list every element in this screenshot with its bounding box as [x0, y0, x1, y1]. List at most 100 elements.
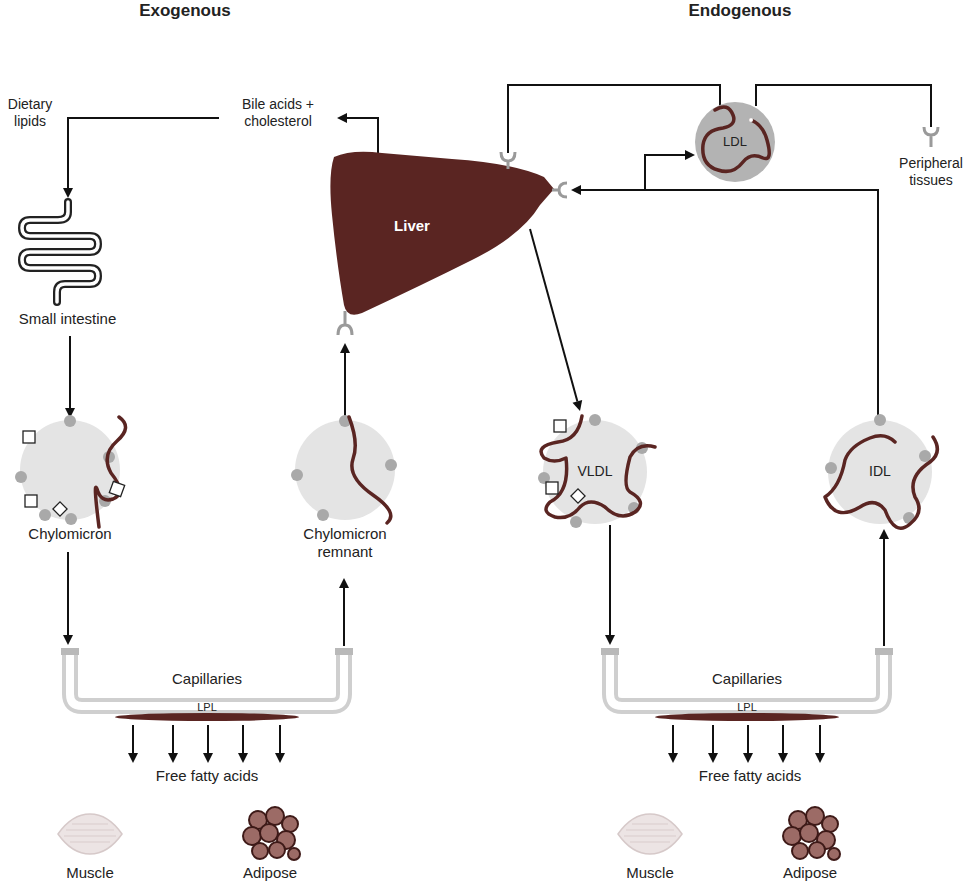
flow-line: [712, 725, 714, 753]
flow-line: [67, 552, 69, 635]
flow-line: [747, 725, 749, 753]
arrowhead: [685, 150, 695, 160]
arrowhead: [573, 400, 583, 411]
flow-line: [819, 725, 821, 753]
flow-line: [347, 118, 378, 155]
node-label: Free fatty acids: [137, 767, 277, 785]
capillary-tube: CapillariesLPL: [598, 648, 896, 724]
capillary-tube: CapillariesLPL: [58, 648, 356, 724]
flow-line: [645, 155, 878, 420]
flow-line: [581, 190, 878, 420]
node-label: Bile acids + cholesterol: [222, 96, 334, 130]
flow-arrow: [605, 525, 615, 645]
liver-organ: Liver: [322, 145, 567, 340]
node-label: Muscle: [600, 864, 700, 882]
node-label: Adipose: [220, 864, 320, 882]
flow-line: [172, 725, 174, 753]
arrowhead: [128, 753, 138, 763]
arrowhead: [743, 753, 753, 763]
flow-line: [279, 725, 281, 753]
lipoprotein-particle: VLDL: [530, 412, 660, 537]
muscle-icon: Muscle: [40, 800, 140, 886]
flow-line: [756, 85, 931, 127]
arrowhead: [815, 753, 825, 763]
node-label: Free fatty acids: [680, 767, 820, 785]
flow-line: [207, 725, 209, 753]
input-label: Dietary lipids: [3, 96, 57, 130]
node-label: Liver: [377, 217, 447, 235]
node-label: Peripheral tissues: [885, 155, 977, 189]
node-label: Chylomicron: [5, 525, 135, 543]
flow-line: [508, 85, 720, 153]
flow-arrow: [645, 150, 878, 420]
arrowhead: [63, 635, 73, 645]
node-label: Capillaries: [132, 670, 282, 688]
node-label: IDL: [860, 463, 900, 480]
flow-arrow: [337, 113, 378, 155]
flow-line: [242, 725, 244, 753]
flow-line: [530, 229, 577, 401]
node-label: LDL: [715, 134, 755, 150]
intestine-icon: Small intestine: [5, 192, 130, 334]
tissue-receptor: Peripheral tissues: [885, 125, 977, 197]
liver-organ-shape: [322, 145, 567, 340]
arrowhead: [337, 113, 347, 123]
arrowhead: [203, 753, 213, 763]
text-node: Free fatty acids: [680, 765, 820, 787]
text-node: Bile acids + cholesterol: [222, 93, 334, 139]
arrowhead: [778, 753, 788, 763]
arrowhead: [879, 529, 889, 539]
node-sublabel: LPL: [177, 701, 237, 714]
node-label: Muscle: [40, 864, 140, 882]
flow-arrow: [63, 552, 73, 645]
flow-arrow: [508, 85, 720, 153]
flow-arrow: [530, 229, 582, 411]
flow-line: [609, 525, 611, 635]
flow-line: [672, 725, 674, 753]
flow-line: [343, 588, 345, 646]
section-title: Exogenous: [100, 1, 270, 21]
arrowhead: [168, 753, 178, 763]
flow-line: [344, 353, 346, 417]
muscle-icon: Muscle: [600, 800, 700, 886]
flow-arrow: [756, 85, 931, 127]
node-label: VLDL: [570, 463, 620, 480]
flow-arrow: [668, 725, 825, 763]
node-label: Adipose: [760, 864, 860, 882]
flow-arrow: [340, 343, 350, 417]
flow-arrow: [571, 185, 878, 420]
flow-line: [883, 539, 885, 646]
text-node: Free fatty acids: [137, 765, 277, 787]
section-title: Endogenous: [655, 1, 825, 21]
ldl-particle: LDL: [693, 100, 777, 184]
arrowhead: [571, 185, 581, 195]
adipose-icon: Adipose: [220, 800, 320, 886]
flow-arrow: [879, 529, 889, 646]
flow-line: [68, 118, 219, 188]
node-label: Capillaries: [672, 670, 822, 688]
flow-line: [132, 725, 134, 753]
lipoprotein-particle: IDL: [815, 412, 945, 537]
arrowhead: [238, 753, 248, 763]
flow-line: [69, 336, 71, 408]
flow-arrow: [339, 578, 349, 646]
node-label: Chylomicron remnant: [295, 525, 395, 561]
arrowhead: [275, 753, 285, 763]
arrowhead: [63, 188, 73, 198]
flow-line: [782, 725, 784, 753]
node-label: Small intestine: [5, 310, 130, 328]
lipoprotein-particle: Chylomicron: [5, 415, 135, 550]
arrowhead: [605, 635, 615, 645]
lipoprotein-particle: Chylomicron remnant: [275, 415, 415, 575]
arrowhead: [340, 343, 350, 353]
adipose-icon: Adipose: [760, 800, 860, 886]
flow-arrow: [65, 336, 75, 418]
arrowhead: [339, 578, 349, 588]
arrowhead: [708, 753, 718, 763]
flow-arrow: [128, 725, 285, 763]
arrowhead: [668, 753, 678, 763]
node-sublabel: LPL: [717, 701, 777, 714]
flow-arrow: [63, 118, 219, 198]
